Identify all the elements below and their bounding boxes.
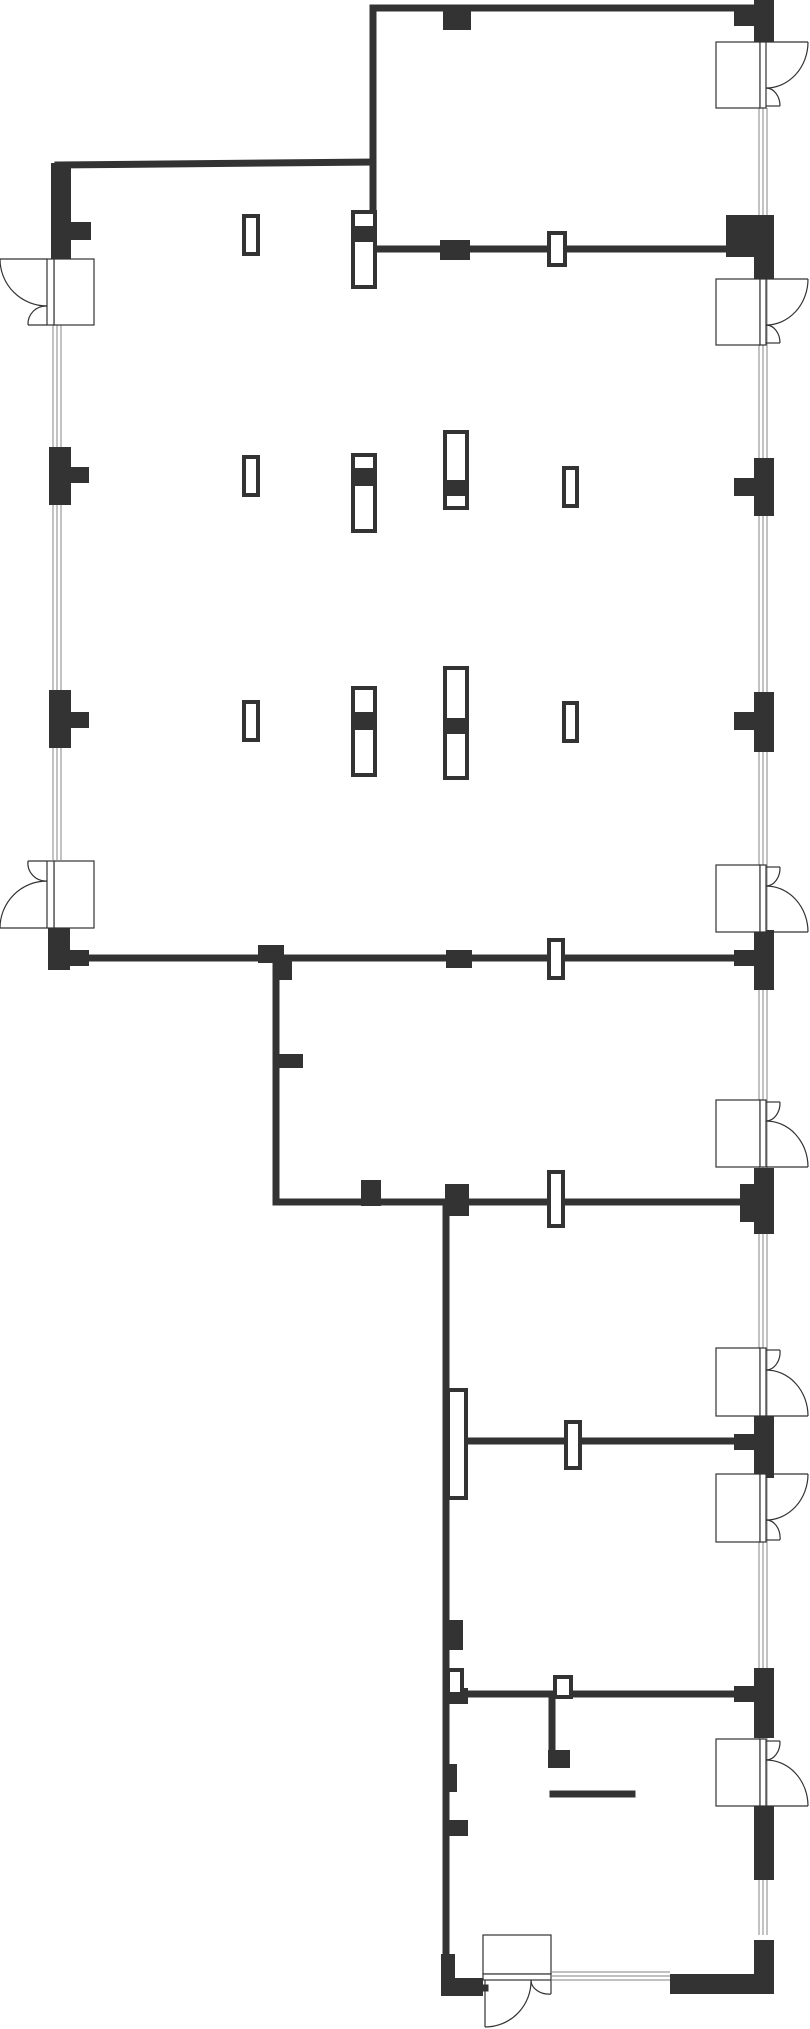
door-right-2	[715, 278, 809, 346]
door-right-3	[715, 864, 809, 933]
wall-piers	[48, 0, 774, 1996]
door-upper-left	[0, 258, 95, 326]
door-right-4	[715, 1099, 809, 1168]
door-right-5	[715, 1347, 809, 1417]
walls	[54, 4, 766, 1996]
door-bottom	[482, 1934, 552, 2028]
door-top-right	[715, 41, 809, 109]
window-glazing	[52, 108, 768, 1981]
columns	[242, 210, 582, 1699]
door-right-7	[715, 1738, 809, 1807]
door-left-lower	[0, 860, 95, 929]
door-right-6	[715, 1473, 809, 1543]
